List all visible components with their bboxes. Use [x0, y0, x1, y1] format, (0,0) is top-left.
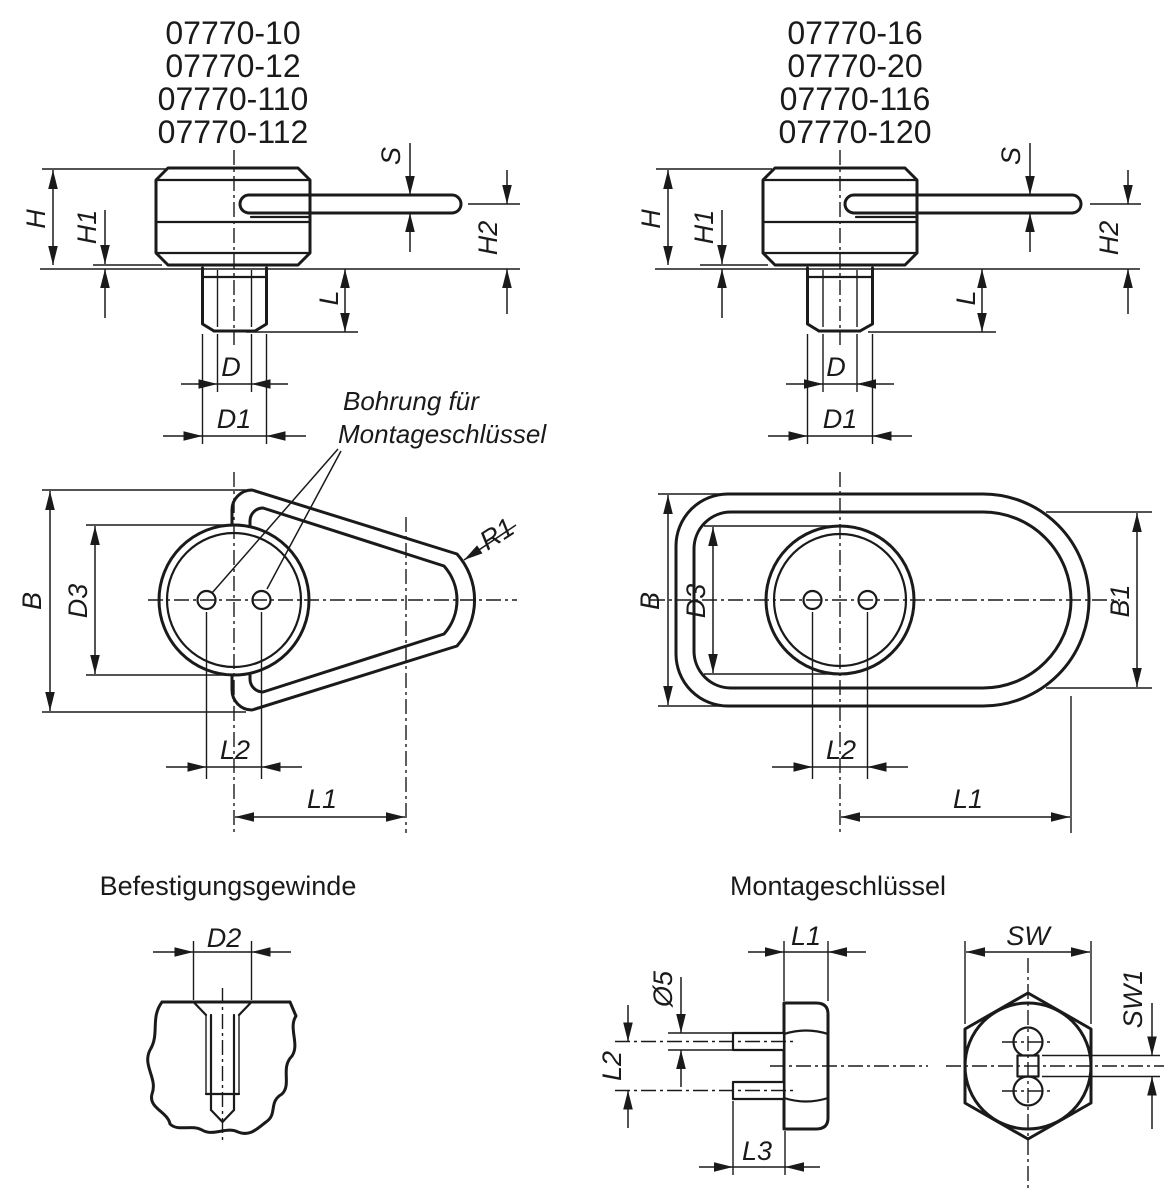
- part-number-list-right: 07770-16 07770-20 07770-116 07770-120: [778, 15, 931, 150]
- part-number: 07770-112: [158, 114, 309, 150]
- part-number: 07770-116: [780, 81, 931, 117]
- part-number: 07770-10: [165, 15, 300, 51]
- dim-label-h: H: [21, 209, 51, 229]
- part-number-list-left: 07770-10 07770-12 07770-110 07770-112: [158, 15, 309, 150]
- part-number: 07770-110: [158, 81, 309, 117]
- dim-label-sw1: SW1: [1118, 970, 1148, 1029]
- part-number: 07770-16: [787, 15, 922, 51]
- dim-label-sw: SW: [1006, 921, 1052, 951]
- dim-label-b1: B1: [1105, 584, 1135, 617]
- dim-label-d2: D2: [207, 923, 242, 953]
- dim-label-l2: L2: [826, 735, 856, 765]
- part-number: 07770-12: [165, 48, 300, 84]
- dim-label-d: D: [826, 352, 846, 382]
- dim-label-s: S: [376, 147, 406, 165]
- part-number: 07770-120: [778, 114, 931, 150]
- dim-label-h: H: [636, 209, 666, 229]
- dim-label-l2: L2: [220, 735, 250, 765]
- side-view-left: H H1 S H2 L D D1: [21, 143, 520, 444]
- assembly-key-section: Montageschlüssel Ø5 L2: [597, 871, 1164, 1188]
- top-view-right: B D3 B1 L2 L1: [635, 472, 1152, 833]
- side-view-right: H H1 S H2 L D D1: [636, 143, 1141, 444]
- dim-label-b: B: [635, 592, 665, 610]
- dim-label-dia5: Ø5: [648, 970, 678, 1008]
- dim-label-l2: L2: [597, 1051, 627, 1081]
- dim-label-h1: H1: [72, 210, 102, 245]
- mounting-thread-section: Befestigungsgewinde D2: [100, 871, 357, 1140]
- dim-label-d1: D1: [823, 404, 858, 434]
- dim-label-h2: H2: [473, 221, 503, 256]
- bore-note-line1: Bohrung für: [343, 386, 480, 416]
- dim-label-l: L: [314, 290, 344, 305]
- dim-label-h1: H1: [689, 210, 719, 245]
- assembly-key-side-view: Ø5 L2 L1 L3: [597, 921, 928, 1175]
- dim-label-d3: D3: [63, 584, 93, 619]
- top-view-left: B D3 R1 L2 L1: [17, 472, 520, 833]
- section-title-assembly-key: Montageschlüssel: [730, 871, 946, 901]
- dim-label-b: B: [17, 592, 47, 610]
- assembly-key-hex-view: SW SW1: [946, 921, 1164, 1188]
- dim-label-l1: L1: [953, 784, 983, 814]
- dim-label-s: S: [996, 147, 1026, 165]
- section-title-mounting-thread: Befestigungsgewinde: [100, 871, 357, 901]
- dim-label-r1: R1: [474, 512, 519, 556]
- bore-note-line2: Montageschlüssel: [338, 419, 547, 449]
- bore-note: Bohrung für Montageschlüssel: [211, 386, 547, 594]
- dim-label-d1: D1: [217, 404, 252, 434]
- dim-label-l: L: [951, 290, 981, 305]
- dim-label-l1: L1: [791, 921, 821, 951]
- dim-label-l3: L3: [742, 1136, 772, 1166]
- dim-label-h2: H2: [1094, 221, 1124, 256]
- part-number: 07770-20: [787, 48, 922, 84]
- dim-label-d3: D3: [681, 584, 711, 619]
- dim-label-l1: L1: [307, 784, 337, 814]
- dim-label-d: D: [221, 352, 241, 382]
